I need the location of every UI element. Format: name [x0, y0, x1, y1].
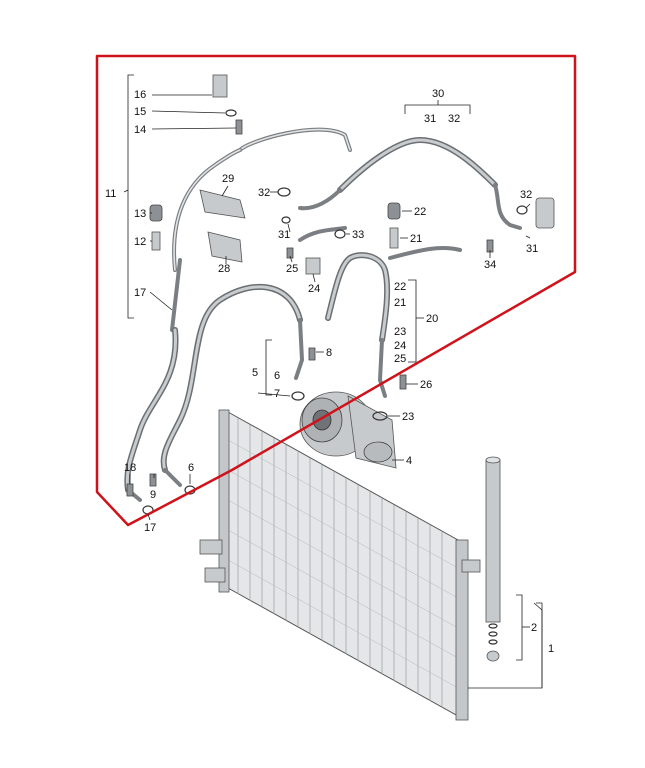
label-32-left: 32 [258, 187, 270, 199]
label-32-top: 32 [448, 113, 460, 125]
label-26: 26 [420, 379, 432, 391]
label-25-group: 25 [394, 353, 406, 365]
label-23-lower: 23 [402, 411, 414, 423]
label-12: 12 [134, 236, 146, 248]
label-7: 7 [274, 388, 280, 400]
label-15: 15 [134, 106, 146, 118]
label-25: 25 [286, 263, 298, 275]
label-13: 13 [134, 208, 146, 220]
condenser [199, 409, 481, 721]
part-labels: 16 15 14 11 13 12 17 29 32 31 28 25 33 2… [105, 88, 554, 655]
refrigerant-lines [124, 127, 522, 502]
small-parts [126, 74, 555, 515]
label-2: 2 [531, 622, 537, 634]
label-6-upper: 6 [274, 370, 280, 382]
label-22-upper: 22 [414, 206, 426, 218]
highlight-outline [95, 54, 577, 527]
label-32-right: 32 [520, 189, 532, 201]
label-4: 4 [406, 455, 412, 467]
label-17-upper: 17 [134, 287, 146, 299]
label-5: 5 [252, 367, 258, 379]
receiver-drier [485, 456, 501, 662]
label-31-left: 31 [278, 229, 290, 241]
label-9: 9 [150, 489, 156, 501]
compressor [299, 391, 397, 469]
label-34: 34 [484, 259, 496, 271]
leader-lines [123, 74, 543, 689]
label-20: 20 [426, 313, 438, 325]
label-33: 33 [352, 229, 364, 241]
label-14: 14 [134, 124, 146, 136]
label-28: 28 [218, 263, 230, 275]
label-21-upper: 21 [410, 233, 422, 245]
label-8: 8 [326, 347, 332, 359]
label-18: 18 [124, 462, 136, 474]
label-24-group: 24 [394, 340, 406, 352]
label-24: 24 [308, 283, 320, 295]
label-6-lower: 6 [188, 462, 194, 474]
label-11: 11 [105, 188, 116, 200]
label-31-top: 31 [424, 113, 436, 125]
label-22-group: 22 [394, 281, 406, 293]
label-30: 30 [432, 88, 444, 100]
label-1: 1 [548, 643, 554, 655]
label-23-group: 23 [394, 326, 406, 338]
label-31-right: 31 [526, 243, 538, 255]
label-17-lower: 17 [144, 522, 156, 534]
label-29: 29 [222, 173, 234, 185]
label-21-group: 21 [394, 297, 406, 309]
label-16: 16 [134, 89, 146, 101]
